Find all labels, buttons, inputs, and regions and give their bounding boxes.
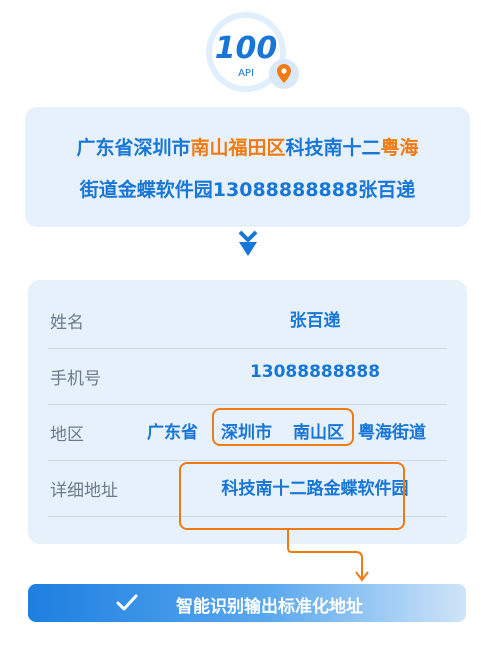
location-pin-icon [269, 59, 299, 89]
detail-label: 详细地址 [50, 481, 118, 501]
region-province: 广东省 [147, 423, 198, 443]
form-row-name: 姓名 张百递 [48, 292, 447, 349]
region-city: 深圳市 [221, 423, 272, 443]
raw-address-line-1: 广东省深圳市南山福田区科技南十二粤海 [25, 133, 470, 160]
detail-value[interactable]: 科技南十二路金蝶软件园 [221, 479, 409, 499]
raw-address-line-2: 街道金蝶软件园13088888888张百递 [79, 179, 416, 201]
phone-label: 手机号 [50, 369, 101, 389]
region-district: 南山区 [293, 423, 344, 443]
logo-number: 100 [215, 31, 278, 66]
check-icon [116, 594, 138, 611]
logo-sub: API [238, 68, 254, 79]
name-value[interactable]: 张百递 [289, 311, 341, 331]
addr-segment-district-highlight: 南山福田区 [190, 137, 286, 159]
phone-value[interactable]: 13088888888 [249, 362, 381, 382]
form-row-region: 地区 广东省 深圳市 南山区 粤海街道 [48, 404, 447, 461]
region-street: 粤海街道 [358, 423, 426, 443]
api-logo: 100 API [206, 12, 299, 92]
standardize-address-label: 智能识别输出标准化地址 [176, 597, 363, 617]
region-highlight-box [212, 408, 354, 446]
standardize-address-button[interactable]: 智能识别输出标准化地址 [28, 584, 466, 622]
addr-segment-road: 科技南十二 [285, 137, 381, 159]
detail-highlight-box [179, 462, 405, 530]
addr-segment-province-city: 广东省深圳市 [76, 137, 191, 159]
name-label: 姓名 [50, 313, 84, 333]
form-row-phone: 手机号 13088888888 [48, 348, 447, 405]
parsed-address-card: 姓名 张百递 手机号 13088888888 地区 广东省 深圳市 南山区 粤海… [28, 280, 467, 544]
form-row-detail: 详细地址 科技南十二路金蝶软件园 [48, 460, 447, 517]
down-arrow-icon [238, 230, 258, 256]
region-label: 地区 [50, 425, 84, 445]
addr-segment-street-highlight: 粤海 [380, 137, 419, 159]
raw-address-card: 广东省深圳市南山福田区科技南十二粤海 街道金蝶软件园13088888888张百递 [25, 107, 470, 227]
highlight-connector [287, 528, 369, 582]
